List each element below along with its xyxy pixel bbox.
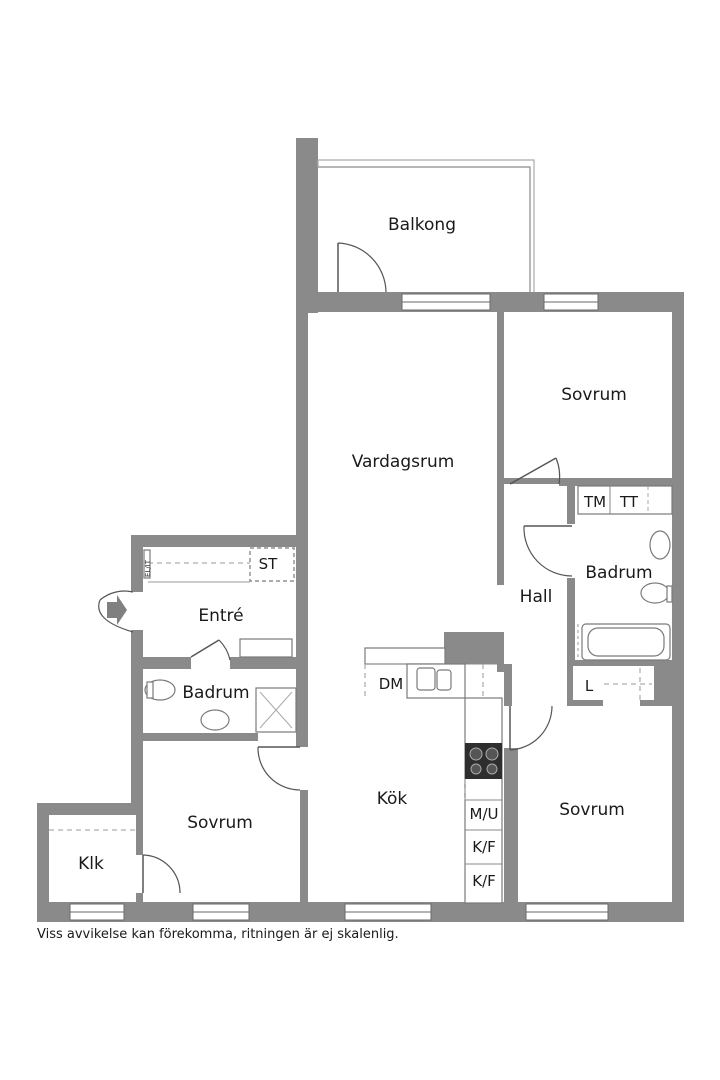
fixture-label-st: ST (259, 555, 279, 573)
room-label-badrum-left: Badrum (182, 683, 249, 703)
fixture-label-el-it: EL/IT (144, 559, 152, 577)
fixture-labels: ST TM TT DM L M/U K/F K/F EL/IT (144, 493, 639, 890)
fixture-label-kf-2: K/F (472, 872, 496, 890)
room-label-vardagsrum: Vardagsrum (352, 452, 455, 472)
balcony-outline (317, 159, 535, 292)
room-label-sovrum-bottom-right: Sovrum (559, 800, 625, 820)
fixture-label-tt: TT (619, 493, 639, 511)
room-label-balkong: Balkong (388, 215, 456, 235)
fixture-label-dm: DM (379, 675, 404, 693)
room-label-sovrum-bottom-left: Sovrum (187, 813, 253, 833)
room-label-entre: Entré (198, 606, 243, 626)
walls (37, 138, 684, 922)
room-label-kok: Kök (377, 789, 408, 809)
entrance-arrow-icon (107, 595, 127, 625)
room-label-badrum-right: Badrum (585, 563, 652, 583)
room-label-hall: Hall (520, 587, 553, 607)
room-label-sovrum-top-right: Sovrum (561, 385, 627, 405)
disclaimer-note: Viss avvikelse kan förekomma, ritningen … (37, 927, 399, 942)
doors (98, 242, 573, 894)
fixture-label-mu: M/U (470, 805, 499, 823)
fixture-label-tm: TM (583, 493, 606, 511)
fixtures (49, 485, 673, 904)
windows (69, 293, 609, 921)
fixture-label-kf-1: K/F (472, 838, 496, 856)
fixture-label-l: L (585, 677, 594, 695)
room-labels: Balkong Vardagsrum Sovrum Hall Badrum En… (78, 215, 652, 874)
room-label-klk: Klk (78, 854, 104, 874)
